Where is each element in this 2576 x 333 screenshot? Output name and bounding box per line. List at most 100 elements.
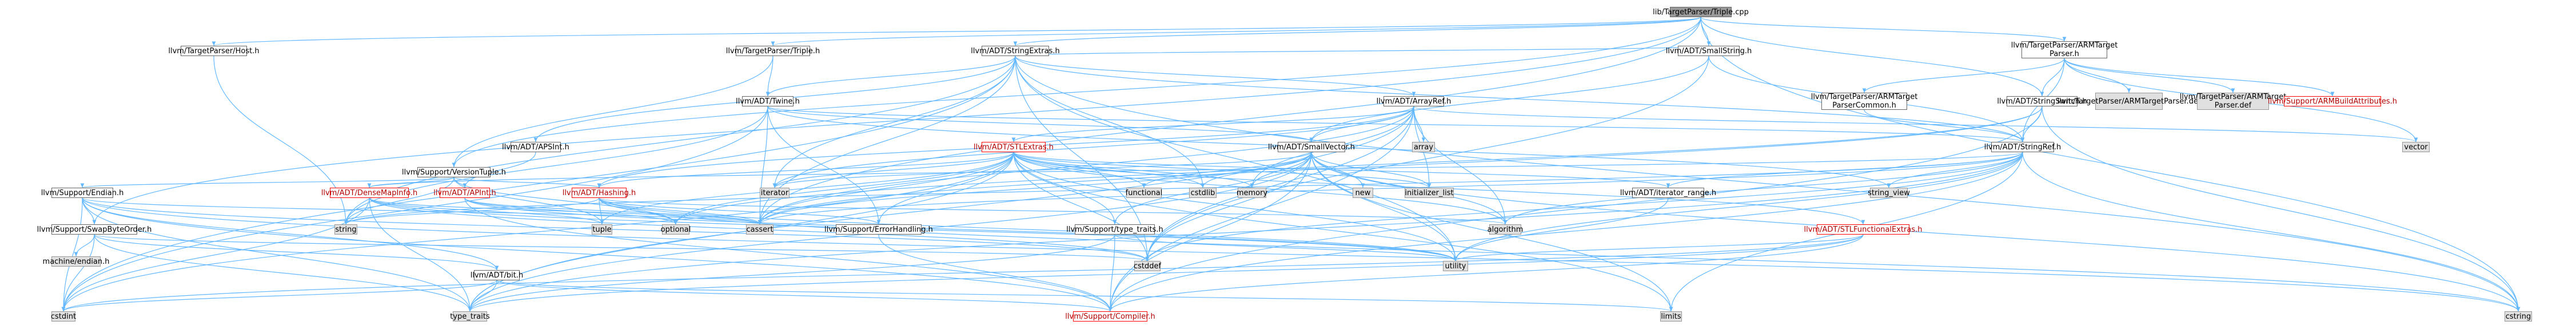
edge-endian-to-cstring — [82, 197, 2521, 312]
edge-smallVector-to-compiler — [1108, 152, 1312, 312]
edge-denseMapInfo-to-cstdint — [61, 197, 370, 312]
edge-strExtras-to-cstdint — [61, 56, 1016, 312]
edge-stlExtras-to-utility — [1013, 152, 1458, 261]
edge-denseMapInfo-to-cassert — [369, 197, 762, 225]
node-endian[interactable]: llvm/Support/Endian.h — [41, 188, 124, 198]
edge-endian-to-cassert — [82, 197, 761, 225]
edge-smallVector-to-cstdlib — [1201, 152, 1312, 188]
edge-stlExtras-to-functional — [1013, 152, 1146, 188]
edge-endian-to-compiler — [82, 197, 1112, 312]
node-root: lib/TargetParser/Triple.cpp — [1653, 7, 1749, 17]
edge-root-to-strExtras — [1014, 17, 1701, 46]
edge-bit-to-compiler — [496, 280, 1112, 312]
edge-stlExtras-to-cstdlib — [1013, 152, 1205, 188]
node-iter-range[interactable]: llvm/ADT/iterator_range.h — [1620, 188, 1717, 198]
node-machine-endian: machine/endian.h — [42, 256, 110, 267]
edge-strExtras-to-cstring — [1015, 56, 2521, 312]
node-arm-build-attr[interactable]: llvm/Support/ARMBuildAttributes.h — [2267, 96, 2398, 106]
edge-denseMapInfo-to-tuple — [369, 197, 604, 225]
node-array-ref[interactable]: llvm/ADT/ArrayRef.h — [1376, 96, 1452, 106]
node-ap-int[interactable]: llvm/ADT/APInt.h — [433, 188, 496, 198]
edge-endian-to-bit — [82, 197, 499, 271]
edge-endian-to-cstdint — [61, 197, 83, 312]
node-str-extras[interactable]: llvm/ADT/StringExtras.h — [971, 46, 1060, 56]
edge-twine-to-errorHandling — [767, 106, 881, 225]
edge-root-to-cassert — [757, 17, 1701, 225]
node-utility: utility — [1443, 261, 1468, 271]
node-optional: optional — [660, 224, 691, 235]
edge-versionTuple-to-optional — [453, 177, 678, 225]
edge-armTargetParser-to-armDef — [2064, 58, 2131, 93]
edge-strSwitch-to-optional — [673, 106, 2043, 225]
edge-apInt-to-cassert — [464, 197, 762, 225]
edge-apInt-to-compiler — [464, 197, 1112, 312]
edge-swapByteOrder-to-cstdint — [61, 234, 95, 312]
edge-swapByteOrder-to-typeTraits — [94, 234, 472, 312]
edge-stlExtras-to-iterator — [772, 152, 1014, 188]
edge-stringRef-to-cstring — [2022, 152, 2521, 312]
node-version-tuple[interactable]: llvm/Support/VersionTuple.h — [402, 167, 506, 177]
edge-stringRef-to-typeTraits — [468, 152, 2023, 312]
edge-typeTraitsH-to-compiler — [1108, 234, 1115, 312]
edge-root-to-swapByteOrder — [92, 17, 1701, 225]
edge-swapByteOrder-to-bit — [94, 234, 499, 271]
edge-apsInt-to-apInt — [462, 152, 536, 188]
edge-strSwitch-to-compiler — [1108, 106, 2043, 312]
edge-apInt-to-optional — [464, 197, 678, 225]
node-dense-map-info[interactable]: llvm/ADT/DenseMapInfo.h — [321, 188, 418, 198]
node-cassert: cassert — [746, 224, 773, 235]
node-stl-extras[interactable]: llvm/ADT/STLExtras.h — [973, 142, 1054, 152]
edge-versionTuple-to-hashing — [453, 177, 601, 188]
edge-twine-to-smallVector — [767, 106, 1314, 142]
node-arm-t-p-def: llvm/TargetParser/ARMTarget Parser.def — [2179, 93, 2287, 110]
edge-tripleH-to-versionTuple — [452, 56, 773, 168]
edge-armTargetParser-to-armCommon — [1862, 58, 2065, 93]
edge-arrayRef-to-compiler — [1108, 106, 1414, 312]
edge-stringRef-to-denseMapInfo — [368, 152, 2023, 188]
edge-strExtras-to-arrayRef — [1015, 56, 1416, 97]
edge-strSwitch-to-cassert — [757, 106, 2043, 225]
edge-iterRange-to-utility — [1453, 197, 1669, 261]
edge-errorHandling-to-compiler — [878, 234, 1112, 312]
edge-strExtras-to-iterator — [772, 56, 1016, 188]
node-iterator: iterator — [760, 188, 789, 198]
edge-root-to-hostH — [212, 17, 1701, 46]
node-memory: memory — [1236, 188, 1268, 198]
edge-hashing-to-cassert — [599, 197, 762, 225]
edge-twine-to-stringRef — [767, 106, 2024, 142]
node-stl-functional[interactable]: llvm/ADT/STLFunctionalExtras.h — [1804, 224, 1923, 235]
node-twine[interactable]: llvm/ADT/Twine.h — [736, 96, 800, 106]
node-swap-byte-order[interactable]: llvm/Support/SwapByteOrder.h — [37, 224, 152, 235]
edge-versionTuple-to-denseMapInfo — [367, 177, 454, 188]
edge-armCommon-to-stringRef — [1864, 109, 2025, 142]
node-type-traits-h[interactable]: llvm/Support/type_traits.h — [1066, 224, 1163, 235]
node-compiler[interactable]: llvm/Support/Compiler.h — [1065, 311, 1155, 322]
node-arm-target-parser[interactable]: llvm/TargetParser/ARMTarget Parser.h — [2011, 41, 2118, 58]
node-small-string[interactable]: llvm/ADT/SmallString.h — [1665, 46, 1752, 56]
node-bit[interactable]: llvm/ADT/bit.h — [470, 270, 524, 280]
node-aps-int[interactable]: llvm/ADT/APSInt.h — [502, 142, 569, 152]
node-string-ref[interactable]: llvm/ADT/StringRef.h — [1984, 142, 2061, 152]
node-error-handling[interactable]: llvm/Support/ErrorHandling.h — [824, 224, 933, 235]
node-triple-h[interactable]: llvm/TargetParser/Triple.h — [725, 46, 820, 56]
edge-smallVector-to-utility — [1311, 152, 1458, 261]
edge-strExtras-to-cstddef — [1015, 56, 1150, 261]
edge-arrayRef-to-vector — [1413, 106, 2418, 142]
edge-versionTuple-to-endian — [81, 177, 454, 188]
edge-twine-to-cstdint — [61, 106, 768, 312]
edge-stlExtras-to-typeTraits — [468, 152, 1014, 312]
node-arm-common[interactable]: llvm/TargetParser/ARMTarget ParserCommon… — [1811, 93, 1918, 110]
node-str-switch[interactable]: llvm/ADT/StringSwitch.h — [1997, 96, 2087, 106]
node-cstddef: cstddef — [1133, 261, 1162, 271]
edge-versionTuple-to-tuple — [453, 177, 604, 225]
node-host-h[interactable]: llvm/TargetParser/Host.h — [168, 46, 260, 56]
edge-stringRef-to-cstddef — [1145, 152, 2023, 261]
node-hashing[interactable]: llvm/ADT/Hashing.h — [562, 188, 636, 198]
node-small-vector[interactable]: llvm/ADT/SmallVector.h — [1268, 142, 1355, 152]
edge-arrayRef-to-stlExtras — [1011, 106, 1414, 142]
edge-typeTraitsH-to-utility — [1114, 234, 1458, 261]
node-array: array — [1412, 142, 1435, 152]
edge-stlExtras-to-cassert — [757, 152, 1014, 225]
edge-swapByteOrder-to-machineEndian — [74, 234, 95, 257]
